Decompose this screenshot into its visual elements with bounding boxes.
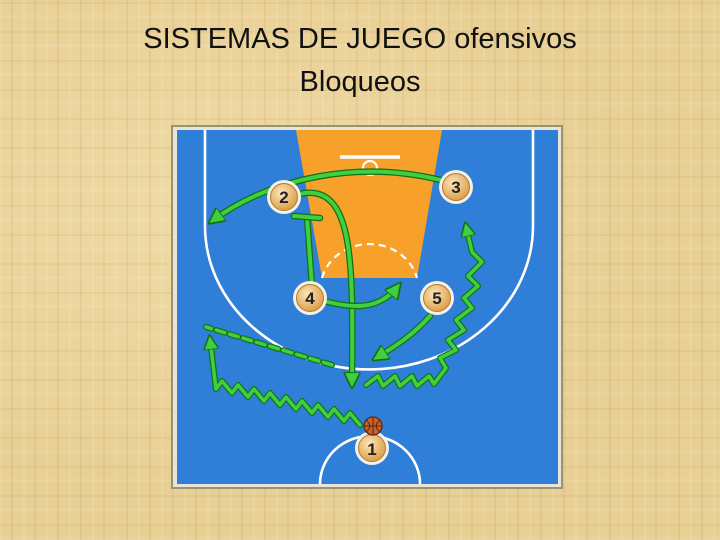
hoop (361, 159, 379, 177)
player-2-label: 2 (279, 188, 288, 207)
player-5: 5 (420, 281, 454, 315)
player-3: 3 (439, 170, 473, 204)
title-line-2: Bloqueos (299, 66, 421, 98)
cut-5-to-post (376, 314, 432, 358)
player-4: 4 (293, 281, 327, 315)
dribble-1-to-wing (210, 339, 362, 427)
cut-4-to-lane (318, 286, 398, 309)
player-4-label: 4 (305, 289, 315, 308)
key-area (296, 130, 442, 278)
free-throw-circle (320, 243, 419, 279)
cut-2-to-basket (293, 191, 352, 384)
player-1: 1 (355, 431, 389, 465)
movement-lines (204, 168, 485, 428)
basketball-icon (363, 416, 383, 436)
slide-title: SISTEMAS DE JUEGO ofensivos Bloqueos (0, 18, 720, 104)
court-lines (203, 130, 535, 485)
screen-4-bar (292, 214, 322, 220)
dribble-to-3 (364, 226, 484, 388)
screen-4 (305, 215, 314, 288)
player-3-label: 3 (451, 178, 460, 197)
player-2: 2 (267, 180, 301, 214)
player-5-label: 5 (432, 289, 441, 308)
player-1-label: 1 (367, 440, 376, 459)
title-line-1: SISTEMAS DE JUEGO ofensivos (143, 23, 577, 55)
pass-line (204, 325, 334, 367)
cut-3-to-corner (212, 169, 450, 221)
